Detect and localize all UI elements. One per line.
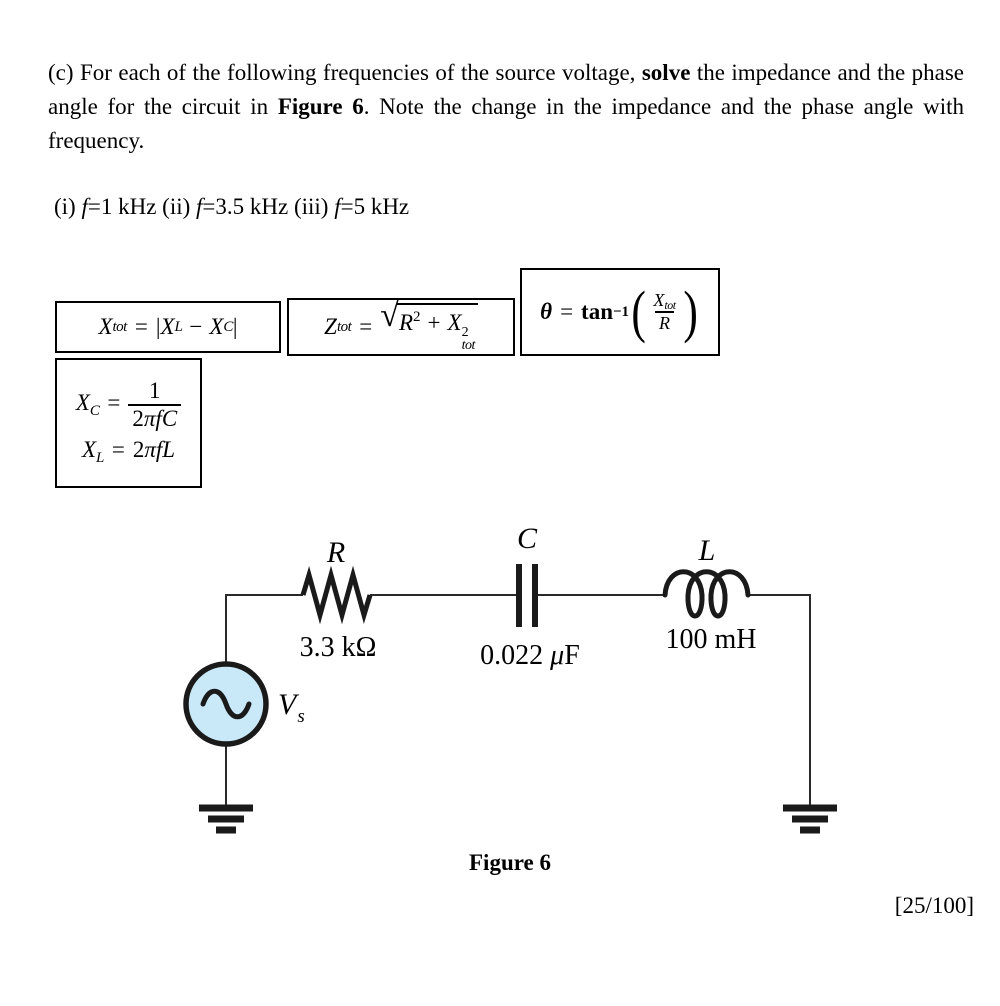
ground-right-icon — [783, 804, 837, 834]
xtot-lhs-sub: tot — [112, 318, 128, 335]
capacitor-value-unit: F — [564, 640, 580, 671]
xtot-lhs: X — [98, 314, 113, 339]
capacitor-label: C — [517, 522, 538, 555]
xc-den-coef: 2 — [132, 405, 144, 431]
ground-left-icon — [199, 804, 253, 834]
xtot-equals: = — [134, 314, 148, 339]
inductor-value: 100 mH — [666, 624, 757, 655]
xl-pi: π — [144, 436, 156, 462]
radical-sign: √ — [380, 296, 399, 334]
xc-frac-num: 1 — [149, 378, 161, 404]
resistor-value: 3.3 kΩ — [300, 632, 377, 663]
freq-ii-var: f — [196, 194, 203, 219]
theta-frac-num: Xtot — [649, 289, 679, 312]
ztot-plus: + — [427, 309, 441, 335]
xtot-xc: X — [209, 314, 224, 339]
ztot-r: R — [398, 309, 414, 335]
xc-lhs-sub: C — [89, 403, 100, 420]
xtot-minus: − — [189, 314, 203, 339]
xl-l: L — [162, 436, 176, 462]
theta-num-sub: tot — [664, 297, 676, 312]
xc-den-pi: π — [143, 405, 156, 431]
problem-bold-solve: solve — [641, 60, 691, 85]
problem-text-1: (c) For each of the following frequencie… — [48, 60, 642, 85]
capacitor-value-number: 0.022 — [480, 640, 543, 671]
xtot-xl: X — [160, 314, 175, 339]
freq-iii-value: =5 kHz — [340, 194, 410, 219]
freq-i-label: (i) — [54, 194, 82, 219]
problem-text-3: . Note the change in the impedance and t… — [48, 94, 964, 153]
ztot-x-sup: 2 — [461, 324, 469, 340]
theta-num-x: X — [653, 289, 665, 310]
freq-iii-var: f — [334, 194, 341, 219]
freq-ii-value: =3.5 kHz — [202, 194, 294, 219]
capacitor-symbol — [516, 564, 538, 627]
ztot-equals: = — [359, 314, 373, 339]
source-label-sub: s — [297, 706, 304, 727]
ztot-x: X — [447, 309, 462, 335]
xtot-bar-right: | — [232, 314, 238, 339]
problem-text-2: the impedance and the phase angle for th… — [48, 60, 965, 119]
xtot-xc-sub: C — [223, 318, 233, 335]
ztot-r-sup: 2 — [413, 308, 421, 325]
ztot-lhs: Z — [324, 314, 337, 339]
ztot-lhs-sub: tot — [336, 318, 352, 335]
xc-den-f: f — [155, 405, 162, 431]
wire-right-down — [748, 594, 811, 805]
xl-formula: XL=2πfL — [82, 437, 175, 467]
xc-frac-den: 2πfC — [128, 403, 182, 431]
problem-statement: (c) For each of the following frequencie… — [48, 56, 964, 158]
inductor-label: L — [698, 534, 716, 567]
freq-iii-label: (iii) — [293, 194, 335, 219]
problem-bold-figure: Figure 6 — [277, 94, 364, 119]
xl-lhs: X — [81, 436, 96, 462]
xl-equals: = — [111, 436, 125, 462]
xc-den-c: C — [161, 405, 178, 431]
theta-lhs: θ — [540, 299, 553, 324]
marks-badge: [25/100] — [894, 893, 974, 918]
xtot-xl-sub: L — [174, 318, 183, 335]
source-label: Vs — [278, 688, 305, 727]
capacitor-value-mu: μ — [549, 640, 564, 671]
resistor-label: R — [326, 536, 345, 569]
freq-i-value: =1 kHz — [87, 194, 163, 219]
figure-caption: Figure 6 — [469, 850, 551, 875]
theta-frac-den: R — [654, 311, 674, 333]
ztot-x-sub: tot — [461, 337, 476, 353]
circuit-wires — [225, 594, 811, 805]
sine-wave-icon — [200, 688, 252, 720]
xc-equals: = — [107, 390, 121, 416]
frequency-list: (i) f=1 kHz (ii) f=3.5 kHz (iii) f=5 kHz — [54, 194, 409, 220]
theta-equals: = — [560, 299, 574, 324]
xl-lhs-sub: L — [96, 449, 104, 466]
resistor-symbol — [300, 565, 373, 625]
xl-coef: 2 — [132, 436, 145, 462]
xtot-bar-left: | — [155, 314, 161, 339]
theta-tan: tan — [581, 299, 613, 324]
freq-i-var: f — [81, 194, 88, 219]
xc-lhs: X — [75, 390, 90, 416]
theta-tan-exp: −1 — [613, 303, 630, 320]
inductor-symbol — [662, 569, 751, 619]
freq-ii-label: (ii) — [162, 194, 197, 219]
wire-left-top — [225, 594, 303, 664]
xl-f: f — [155, 436, 163, 462]
source-label-v: V — [278, 688, 300, 721]
